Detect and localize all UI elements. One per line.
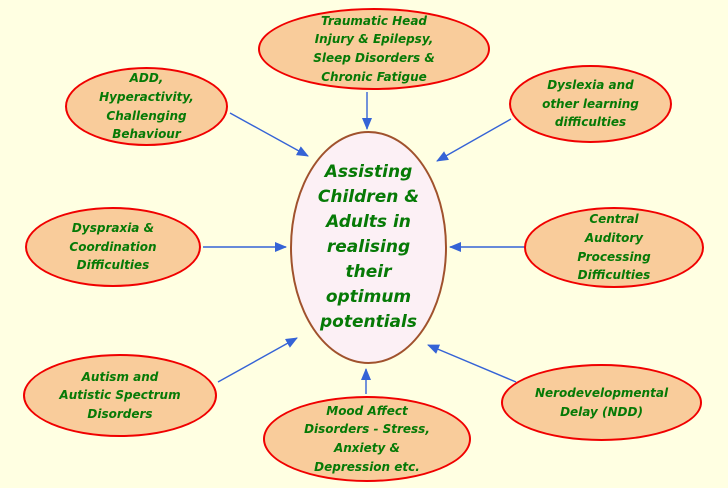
node-autism: Autism and Autistic Spectrum Disorders <box>23 354 217 437</box>
node-ndd: Nerodevelopmental Delay (NDD) <box>501 364 702 441</box>
arrow-from-add-hyperactivity <box>229 112 309 157</box>
center-node-assisting-children-adults: Assisting Children & Adults in realising… <box>290 131 447 364</box>
node-dyslexia: Dyslexia and other learning difficulties <box>509 65 672 143</box>
node-central-auditory: Central Auditory Processing Difficulties <box>524 207 704 288</box>
arrow-from-autism <box>217 337 298 383</box>
arrow-from-ndd <box>427 344 517 383</box>
node-add-hyperactivity: ADD, Hyperactivity, Challenging Behaviou… <box>65 67 228 146</box>
node-traumatic-head-injury: Traumatic Head Injury & Epilepsy, Sleep … <box>258 8 490 90</box>
node-mood-affect: Mood Affect Disorders - Stress, Anxiety … <box>263 396 471 482</box>
node-dyspraxia: Dyspraxia & Coordination Difficulties <box>25 207 201 287</box>
arrow-from-dyslexia <box>436 118 512 162</box>
